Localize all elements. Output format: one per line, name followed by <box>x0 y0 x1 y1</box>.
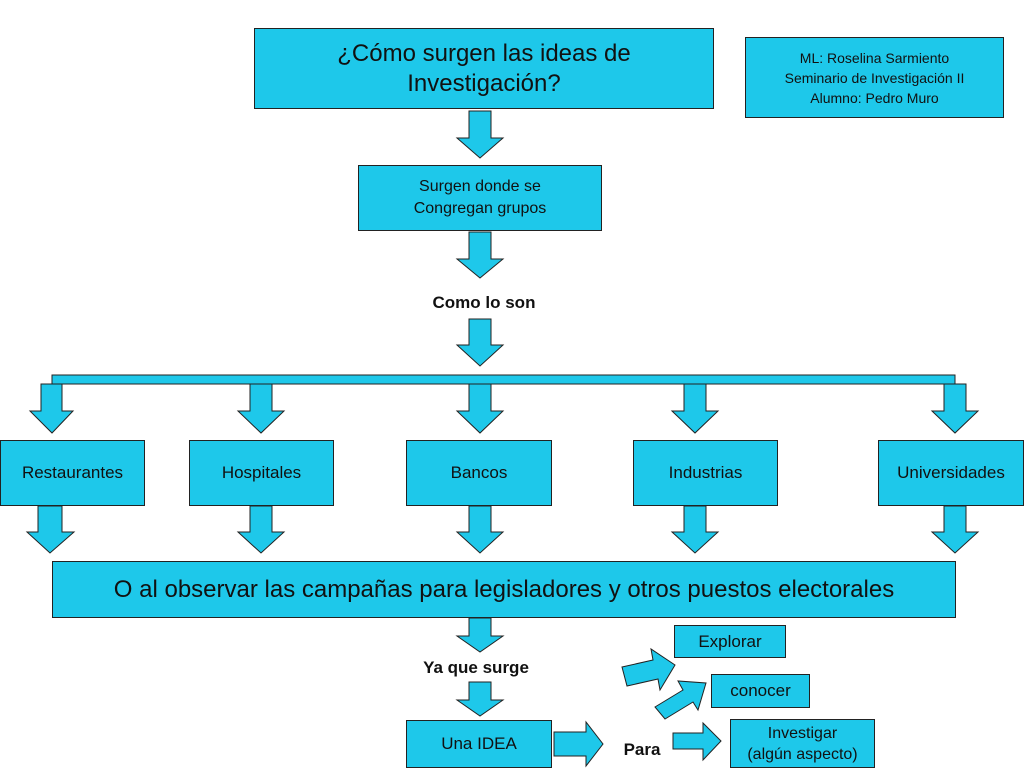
step1-line-2: Congregan grupos <box>413 200 547 217</box>
right-arrow-investigar <box>672 721 722 762</box>
down-arrow-title <box>455 110 505 159</box>
purpose-explorar-text: Explorar <box>698 631 762 651</box>
place-box-bancos: Bancos <box>406 440 552 506</box>
purpose-box-explorar: Explorar <box>674 625 786 658</box>
down-arrow-industrias <box>670 383 720 434</box>
title-line-2: Investigación? <box>407 69 561 97</box>
step1-line-1: Surgen donde se <box>419 178 541 195</box>
credits-teacher: ML: Roselina Sarmiento <box>799 49 950 66</box>
down-arrow-surge <box>455 681 505 717</box>
purpose-conocer-text: conocer <box>730 681 791 700</box>
credits-course: Seminario de Investigación II <box>784 69 965 86</box>
place-label: Bancos <box>450 463 508 482</box>
credits-student: Alumno: Pedro Muro <box>810 89 939 106</box>
place-box-restaurantes: Restaurantes <box>0 440 145 506</box>
down-arrow-hospitales-out <box>236 505 286 554</box>
down-arrow-connector <box>455 318 505 367</box>
connector-para: Para <box>623 740 661 759</box>
place-label: Universidades <box>897 463 1005 482</box>
title-box: ¿Cómo surgen las ideas de Investigación? <box>254 28 714 109</box>
down-arrow-universidades <box>930 383 980 434</box>
right-arrow-idea <box>553 720 604 768</box>
campaign-box: O al observar las campañas para legislad… <box>52 561 956 618</box>
down-arrow-campaign <box>455 617 505 653</box>
down-arrow-step1 <box>455 231 505 279</box>
down-arrow-restaurantes <box>28 383 75 434</box>
place-box-universidades: Universidades <box>878 440 1024 506</box>
purpose-box-conocer: conocer <box>711 674 810 708</box>
distribution-bar <box>51 374 956 385</box>
idea-box: Una IDEA <box>406 720 552 768</box>
place-box-hospitales: Hospitales <box>189 440 334 506</box>
place-label: Industrias <box>668 463 743 482</box>
purpose-investigar-line-2: (algún aspecto) <box>747 745 858 763</box>
purpose-investigar-line-1: Investigar <box>767 724 838 742</box>
credits-box: ML: Roselina Sarmiento Seminario de Inve… <box>745 37 1004 118</box>
purpose-box-investigar: Investigar (algún aspecto) <box>730 719 875 768</box>
diag-arrow-conocer <box>654 680 707 720</box>
idea-text: Una IDEA <box>441 734 517 753</box>
down-arrow-hospitales <box>236 383 286 434</box>
down-arrow-industrias-out <box>670 505 720 554</box>
campaign-text: O al observar las campañas para legislad… <box>113 575 895 603</box>
diag-arrow-explorar <box>621 647 676 692</box>
place-label: Restaurantes <box>21 463 124 482</box>
down-arrow-bancos-out <box>455 505 505 554</box>
step1-box: Surgen donde se Congregan grupos <box>358 165 602 231</box>
down-arrow-restaurantes-out <box>25 505 76 554</box>
connector-ya-que-surge: Ya que surge <box>423 658 529 677</box>
title-line-1: ¿Cómo surgen las ideas de <box>337 39 631 67</box>
place-box-industrias: Industrias <box>633 440 778 506</box>
down-arrow-bancos <box>455 383 505 434</box>
down-arrow-universidades-out <box>930 505 980 554</box>
connector-como-lo-son: Como lo son <box>432 293 536 312</box>
place-label: Hospitales <box>221 463 302 482</box>
